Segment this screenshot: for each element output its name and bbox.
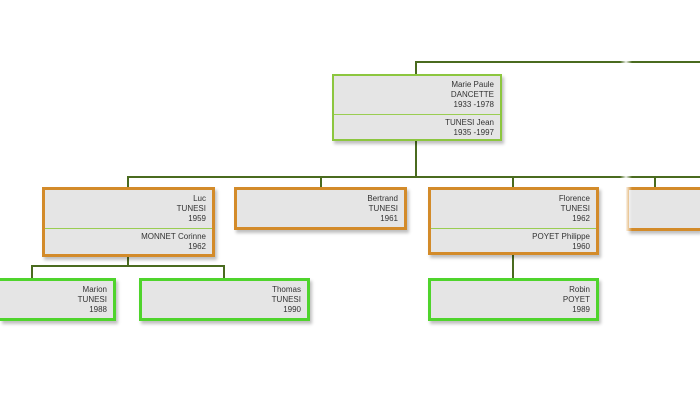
couple-box-root[interactable]: Marie Paule DANCETTE 1933 -1978 TUNESI J… [332,74,502,141]
connector-grandchild-marion [31,265,33,278]
connector-child-florence [512,176,514,188]
person-last-name: POYET [562,295,590,304]
connector-luc-down [127,256,129,266]
person-dates: 1962 [188,242,206,251]
person-box-marion[interactable]: Marion TUNESI 1988 [0,278,116,321]
person-last-name: TUNESI [560,204,590,213]
couple-separator [45,228,212,229]
connector-top-horizontal [416,61,700,63]
connector-child-bertrand [320,176,322,188]
person-box-thomas[interactable]: Thomas TUNESI 1990 [139,278,310,321]
person-florence-tunesi[interactable]: Florence TUNESI 1962 [431,190,596,226]
person-thomas-tunesi[interactable]: Thomas TUNESI 1990 [142,281,307,317]
connector-children-horizontal [127,176,700,178]
connector-top-vertical [415,61,417,75]
person-bertrand-tunesi[interactable]: Bertrand TUNESI 1961 [237,190,404,226]
person-last-name: TUNESI [176,204,206,213]
person-dates: 1990 [283,305,301,314]
person-first-name: Luc [193,194,206,203]
person-marion-tunesi[interactable]: Marion TUNESI 1988 [0,281,113,317]
person-dates: 1933 -1978 [453,100,494,109]
person-last-name: TUNESI [368,204,398,213]
person-box-bertrand[interactable]: Bertrand TUNESI 1961 [234,187,407,230]
person-last-name: TUNESI [445,118,475,127]
couple-box-florence[interactable]: Florence TUNESI 1962 POYET Philippe 1960 [428,187,599,255]
person-dates: 1962 [572,214,590,223]
person-first-name: Robin [569,285,590,294]
couple-separator [431,228,596,229]
connector-child-luc [127,176,129,188]
person-dates: 1959 [188,214,206,223]
person-last-name: TUNESI [77,295,107,304]
person-first-name: Marion [82,285,107,294]
person-first-name: Thomas [272,285,301,294]
person-dates: 1935 -1997 [453,128,494,137]
person-dates: 1961 [380,214,398,223]
person-first-name: Jean [476,118,494,127]
person-last-name: TUNESI [271,295,301,304]
person-first-name: Bertrand [367,194,398,203]
person-first-name: Philippe [561,232,590,241]
connector-florence-down [512,254,514,278]
person-first-name: Florence [558,194,590,203]
person-philippe-poyet[interactable]: POYET Philippe 1960 [431,229,596,254]
person-last-name: MONNET [141,232,176,241]
person-last-name: DANCETTE [450,90,494,99]
person-first-name: Corinne [177,232,206,241]
couple-separator [334,114,500,115]
person-luc-tunesi[interactable]: Luc TUNESI 1959 [45,190,212,226]
scroll-fade-overlay [620,0,632,400]
connector-grandchild-thomas [223,265,225,278]
person-dates: 1988 [89,305,107,314]
connector-child-offscreen [654,176,656,188]
couple-box-luc[interactable]: Luc TUNESI 1959 MONNET Corinne 1962 [42,187,215,257]
person-last-name: POYET [532,232,560,241]
person-box-offscreen[interactable] [626,187,700,231]
person-dates: 1989 [572,305,590,314]
person-box-robin[interactable]: Robin POYET 1989 [428,278,599,321]
person-first-name: Marie Paule [451,80,494,89]
connector-grandchildren-horizontal [31,265,225,267]
person-jean-tunesi[interactable]: TUNESI Jean 1935 -1997 [334,115,500,140]
person-corinne-monnet[interactable]: MONNET Corinne 1962 [45,229,212,254]
person-dates: 1960 [572,242,590,251]
person-robin-poyet[interactable]: Robin POYET 1989 [431,281,596,317]
person-marie-paule-dancette[interactable]: Marie Paule DANCETTE 1933 -1978 [334,76,500,112]
connector-root-down [415,140,417,177]
